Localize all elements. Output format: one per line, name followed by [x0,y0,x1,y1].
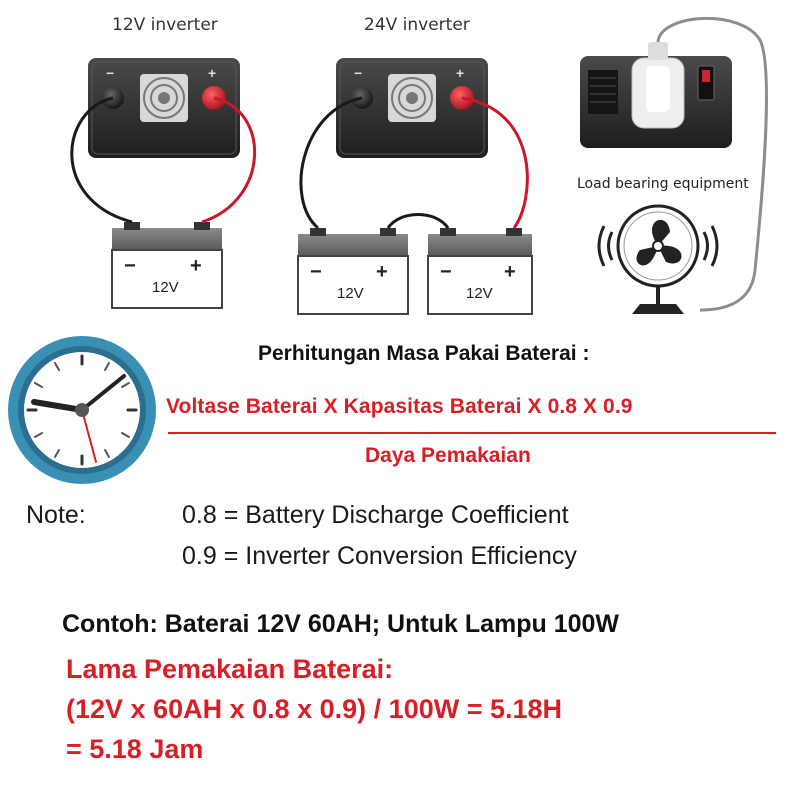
term-minus-label: − [106,65,114,81]
fan-grille-icon [388,74,436,122]
result-hours: = 5.18 Jam [66,734,204,764]
battery-label: 12V [152,279,179,296]
example-text: Contoh: Baterai 12V 60AH; Untuk Lampu 10… [62,610,620,638]
result-calculation: (12V x 60AH x 0.8 x 0.9) / 100W = 5.18H [66,694,563,724]
note-conversion-efficiency: 0.9 = Inverter Conversion Efficiency [182,542,577,570]
note-label: Note: [26,501,86,529]
formula-numerator: Voltase Baterai X Kapasitas Baterai X 0.… [166,395,633,418]
battery-minus: − [440,261,452,283]
inverter-12v: − + [88,58,240,158]
inverter-rear [580,42,732,148]
fan-icon [597,204,719,314]
battery-label: 12V [466,285,493,302]
battery-plus: + [190,255,202,277]
term-minus-label: − [354,65,362,81]
positive-cable [461,96,529,229]
positive-cable [201,96,257,224]
fan-grille-icon [140,74,188,122]
series-link-cable [386,213,450,229]
negative-cable [70,96,133,224]
formula-denominator: Daya Pemakaian [365,444,531,467]
battery-24v-left: − + 12V [297,228,409,315]
battery-12v-single: − + 12V [111,222,223,309]
plug-icon [631,42,685,129]
battery-24v-right: − + 12V [427,228,533,315]
battery-minus: − [310,261,322,283]
load-label: Load bearing equipment [577,176,749,192]
power-cord [656,16,768,312]
clock-icon [8,336,156,484]
battery-minus: − [124,255,136,277]
formula-title: Perhitungan Masa Pakai Baterai : [258,342,590,365]
battery-plus: + [376,261,388,283]
term-plus-label: + [456,65,464,81]
inverter-24v-title: 24V inverter [364,15,470,35]
note-discharge-coefficient: 0.8 = Battery Discharge Coefficient [182,501,569,529]
battery-plus: + [504,261,516,283]
inverter-12v-title: 12V inverter [112,15,218,35]
wiring-diagram: 12V inverter 24V inverter − + − + [70,15,768,315]
battery-label: 12V [337,285,364,302]
inverter-24v: − + [336,58,488,158]
term-plus-label: + [208,65,216,81]
fraction-line [168,432,776,434]
negative-cable [299,96,363,230]
result-heading: Lama Pemakaian Baterai: [66,654,394,684]
